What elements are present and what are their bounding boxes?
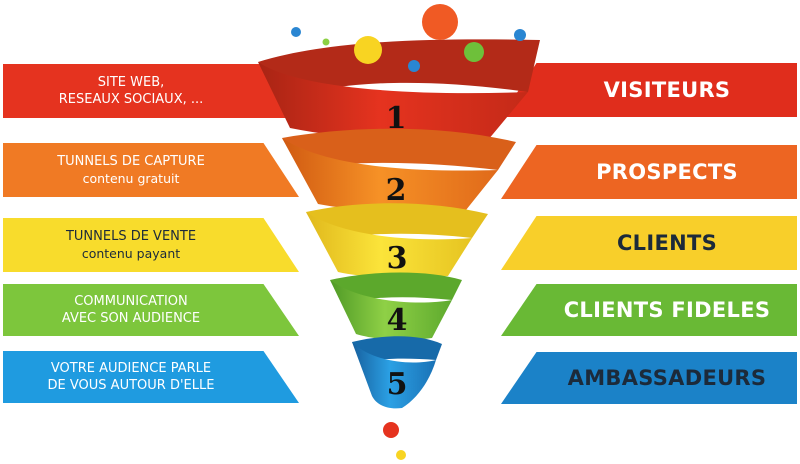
right-band-1-label: VISITEURS: [603, 78, 731, 102]
right-band-3: CLIENTS: [501, 216, 797, 270]
left-band-4-line2: AVEC SON AUDIENCE: [61, 311, 201, 326]
ball-blue-small-left: [291, 27, 301, 37]
left-band-3-line1: TUNNELS DE VENTE: [65, 229, 197, 244]
stage-5-ribbon-back: [352, 336, 442, 362]
ball-orange-top: [422, 4, 458, 40]
right-band-3-label: CLIENTS: [616, 231, 718, 255]
ball-yellow-bottom: [396, 450, 406, 460]
right-band-5: AMBASSADEURS: [501, 352, 797, 404]
left-band-2: TUNNELS DE CAPTURE contenu gratuit: [3, 143, 299, 197]
ball-green-right: [464, 42, 484, 62]
left-band-3-line2: contenu payant: [81, 246, 181, 261]
left-band-1-line2: RESEAUX SOCIAUX, ...: [58, 92, 204, 107]
left-band-2-line2: contenu gratuit: [82, 171, 180, 186]
left-band-1: SITE WEB, RESEAUX SOCIAUX, ...: [3, 64, 299, 118]
stage-2-ribbon-back: [282, 128, 516, 170]
ball-blue-mid: [408, 60, 420, 72]
stage-2-segment: [282, 138, 498, 212]
stage-4-segment: [330, 280, 452, 341]
stage-1-number: 1: [386, 101, 407, 136]
right-band-4-label: CLIENTS FIDELES: [563, 298, 771, 322]
right-band-2-label: PROSPECTS: [596, 160, 738, 184]
stage-4-ribbon-back: [330, 272, 462, 302]
ball-green-tiny: [322, 38, 330, 46]
right-band-4: CLIENTS FIDELES: [501, 284, 797, 336]
right-band-2: PROSPECTS: [501, 145, 797, 199]
stage-5-segment: [352, 342, 436, 409]
left-band-5-line1: VOTRE AUDIENCE PARLE: [50, 361, 212, 376]
left-band-1-line1: SITE WEB,: [97, 75, 165, 90]
left-band-5-line2: DE VOUS AUTOUR D'ELLE: [47, 378, 215, 393]
left-band-4: COMMUNICATION AVEC SON AUDIENCE: [3, 284, 299, 336]
stage-3-segment: [306, 212, 472, 279]
stage-2-number: 2: [386, 173, 407, 208]
stage-4-number: 4: [387, 303, 408, 338]
left-band-5: VOTRE AUDIENCE PARLE DE VOUS AUTOUR D'EL…: [3, 351, 299, 403]
left-band-4-line1: COMMUNICATION: [74, 294, 188, 309]
stage-3-number: 3: [387, 241, 408, 276]
ball-yellow-large: [354, 36, 382, 64]
ball-blue-right: [514, 29, 526, 41]
stage-1-segment: [258, 62, 528, 143]
stage-5-number: 5: [387, 367, 408, 402]
ball-red-bottom: [383, 422, 399, 438]
left-band-3: TUNNELS DE VENTE contenu payant: [3, 218, 299, 272]
left-band-2-line1: TUNNELS DE CAPTURE: [57, 154, 205, 169]
right-band-5-label: AMBASSADEURS: [567, 366, 767, 390]
right-band-1: VISITEURS: [501, 63, 797, 117]
